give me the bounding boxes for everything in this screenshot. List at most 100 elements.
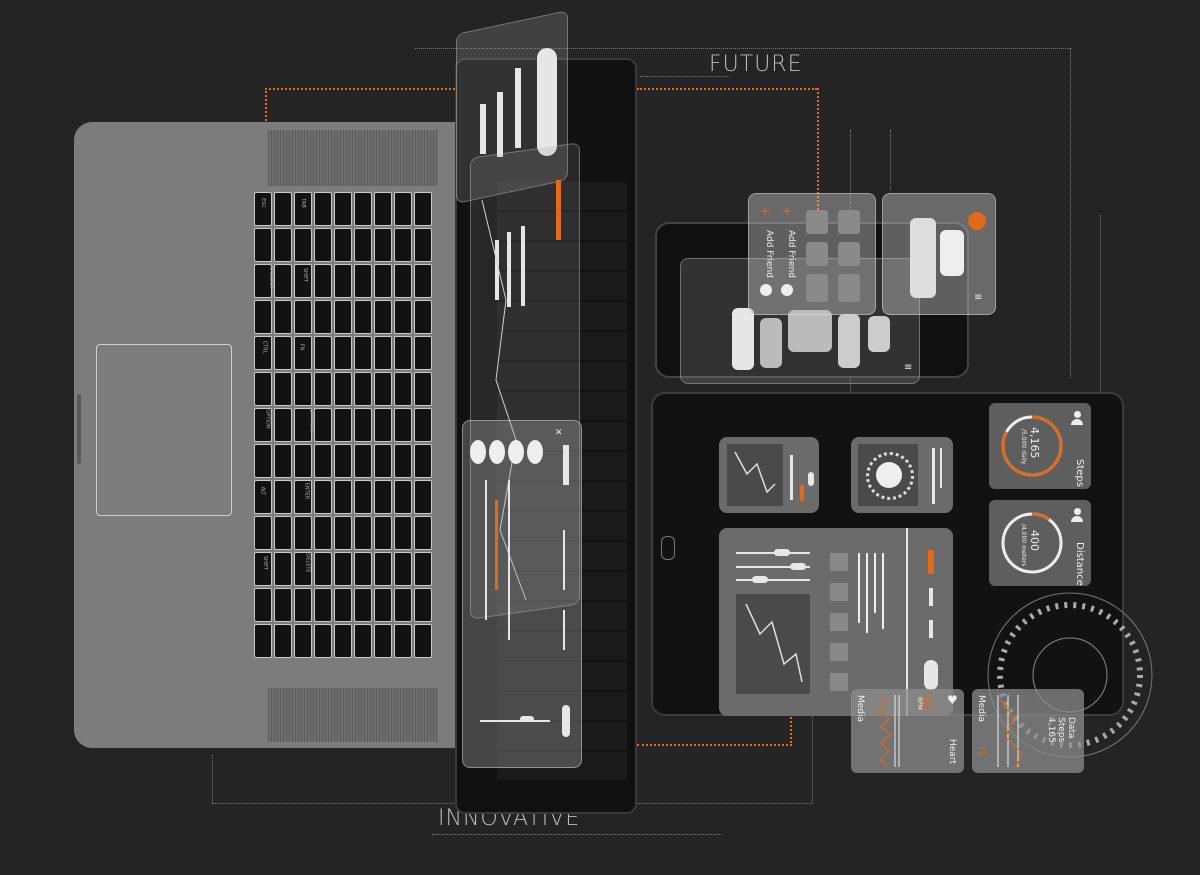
keyboard-key[interactable] bbox=[374, 552, 392, 586]
keyboard-key[interactable] bbox=[354, 300, 372, 334]
keyboard-key[interactable] bbox=[394, 444, 412, 478]
keyboard-key[interactable] bbox=[274, 552, 292, 586]
keyboard-key[interactable] bbox=[294, 264, 312, 298]
keyboard-key[interactable] bbox=[414, 516, 432, 550]
keyboard-key[interactable] bbox=[254, 372, 272, 406]
keyboard-key[interactable] bbox=[254, 228, 272, 262]
keyboard-key[interactable] bbox=[394, 336, 412, 370]
keyboard-key[interactable] bbox=[394, 408, 412, 442]
keyboard-key[interactable] bbox=[354, 336, 372, 370]
keyboard-key[interactable] bbox=[414, 408, 432, 442]
keyboard-key[interactable] bbox=[334, 480, 352, 514]
keyboard-key[interactable] bbox=[394, 624, 412, 658]
keyboard-key[interactable] bbox=[254, 336, 272, 370]
control-dot-2[interactable] bbox=[489, 440, 505, 464]
keyboard-key[interactable] bbox=[354, 228, 372, 262]
keyboard-key[interactable] bbox=[274, 408, 292, 442]
keyboard-key[interactable] bbox=[314, 480, 332, 514]
keyboard-key[interactable] bbox=[374, 372, 392, 406]
keyboard-key[interactable] bbox=[334, 264, 352, 298]
keyboard-key[interactable] bbox=[314, 552, 332, 586]
keyboard-key[interactable] bbox=[354, 516, 372, 550]
keyboard-key[interactable] bbox=[294, 192, 312, 226]
plus-icon[interactable]: + bbox=[760, 204, 771, 218]
keyboard-key[interactable] bbox=[254, 588, 272, 622]
keyboard-key[interactable] bbox=[334, 516, 352, 550]
keyboard-key[interactable] bbox=[354, 192, 372, 226]
tablet-chart-knob[interactable] bbox=[808, 472, 814, 486]
keyboard-key[interactable] bbox=[394, 516, 412, 550]
keyboard-key[interactable] bbox=[274, 372, 292, 406]
keyboard-key[interactable] bbox=[334, 588, 352, 622]
keyboard-key[interactable] bbox=[334, 300, 352, 334]
plus-icon-2[interactable]: + bbox=[782, 204, 793, 218]
keyboard-key[interactable] bbox=[414, 588, 432, 622]
keyboard-key[interactable] bbox=[274, 624, 292, 658]
keyboard-key[interactable] bbox=[394, 552, 412, 586]
keyboard-key[interactable] bbox=[254, 444, 272, 478]
keyboard-key[interactable] bbox=[314, 588, 332, 622]
keyboard-key[interactable] bbox=[354, 588, 372, 622]
keyboard-key[interactable] bbox=[354, 408, 372, 442]
widget-distance[interactable]: 400 /4,000 meters Distance bbox=[989, 500, 1091, 586]
keyboard-key[interactable] bbox=[314, 624, 332, 658]
keyboard-key[interactable] bbox=[294, 300, 312, 334]
home-button[interactable] bbox=[661, 536, 675, 560]
main-toggle[interactable] bbox=[924, 660, 938, 690]
keyboard-key[interactable] bbox=[314, 444, 332, 478]
keyboard-key[interactable] bbox=[294, 516, 312, 550]
keyboard-key[interactable] bbox=[254, 552, 272, 586]
keyboard-key[interactable] bbox=[254, 624, 272, 658]
keyboard-key[interactable] bbox=[314, 408, 332, 442]
keyboard-key[interactable] bbox=[354, 444, 372, 478]
controls-slider-thumb[interactable] bbox=[520, 716, 534, 722]
keyboard-key[interactable] bbox=[294, 480, 312, 514]
keyboard-key[interactable] bbox=[354, 552, 372, 586]
control-dot-4[interactable] bbox=[527, 440, 543, 464]
keyboard-key[interactable] bbox=[374, 264, 392, 298]
keyboard-key[interactable] bbox=[274, 228, 292, 262]
keyboard-key[interactable] bbox=[274, 264, 292, 298]
keyboard-key[interactable] bbox=[314, 300, 332, 334]
keyboard-key[interactable] bbox=[254, 192, 272, 226]
keyboard-key[interactable] bbox=[314, 228, 332, 262]
tablet-dial[interactable] bbox=[866, 452, 914, 500]
keyboard-key[interactable] bbox=[374, 480, 392, 514]
keyboard-key[interactable] bbox=[354, 624, 372, 658]
keyboard-key[interactable] bbox=[314, 264, 332, 298]
close-icon[interactable]: ✕ bbox=[555, 428, 563, 438]
control-dot-3[interactable] bbox=[508, 440, 524, 464]
keyboard-key[interactable] bbox=[334, 408, 352, 442]
card-heart[interactable]: Media 92 BPM Heart ♥ bbox=[851, 689, 964, 773]
keyboard-key[interactable] bbox=[294, 552, 312, 586]
keyboard-key[interactable] bbox=[374, 228, 392, 262]
keyboard-key[interactable] bbox=[354, 480, 372, 514]
keyboard-key[interactable] bbox=[334, 372, 352, 406]
main-slider-knob-3[interactable] bbox=[752, 576, 768, 583]
trackpad[interactable] bbox=[96, 344, 232, 516]
add-friend-label-2[interactable]: Add Friend bbox=[764, 230, 774, 278]
keyboard-key[interactable] bbox=[414, 372, 432, 406]
keyboard-key[interactable] bbox=[394, 480, 412, 514]
keyboard-key[interactable] bbox=[334, 336, 352, 370]
keyboard-key[interactable] bbox=[294, 228, 312, 262]
keyboard-key[interactable] bbox=[394, 264, 412, 298]
keyboard-key[interactable] bbox=[394, 228, 412, 262]
keyboard-key[interactable] bbox=[294, 444, 312, 478]
keyboard-key[interactable] bbox=[374, 444, 392, 478]
keyboard-key[interactable] bbox=[274, 336, 292, 370]
keyboard-key[interactable] bbox=[274, 444, 292, 478]
keyboard-key[interactable] bbox=[354, 264, 372, 298]
keyboard-key[interactable] bbox=[334, 228, 352, 262]
keyboard-key[interactable] bbox=[334, 192, 352, 226]
keyboard-key[interactable] bbox=[374, 588, 392, 622]
keyboard-key[interactable] bbox=[314, 516, 332, 550]
keyboard-key[interactable] bbox=[414, 624, 432, 658]
keyboard-key[interactable] bbox=[374, 192, 392, 226]
main-slider-knob-1[interactable] bbox=[774, 549, 790, 556]
keyboard-key[interactable] bbox=[414, 336, 432, 370]
keyboard-key[interactable] bbox=[294, 336, 312, 370]
keyboard-key[interactable] bbox=[294, 624, 312, 658]
keyboard-key[interactable] bbox=[274, 480, 292, 514]
